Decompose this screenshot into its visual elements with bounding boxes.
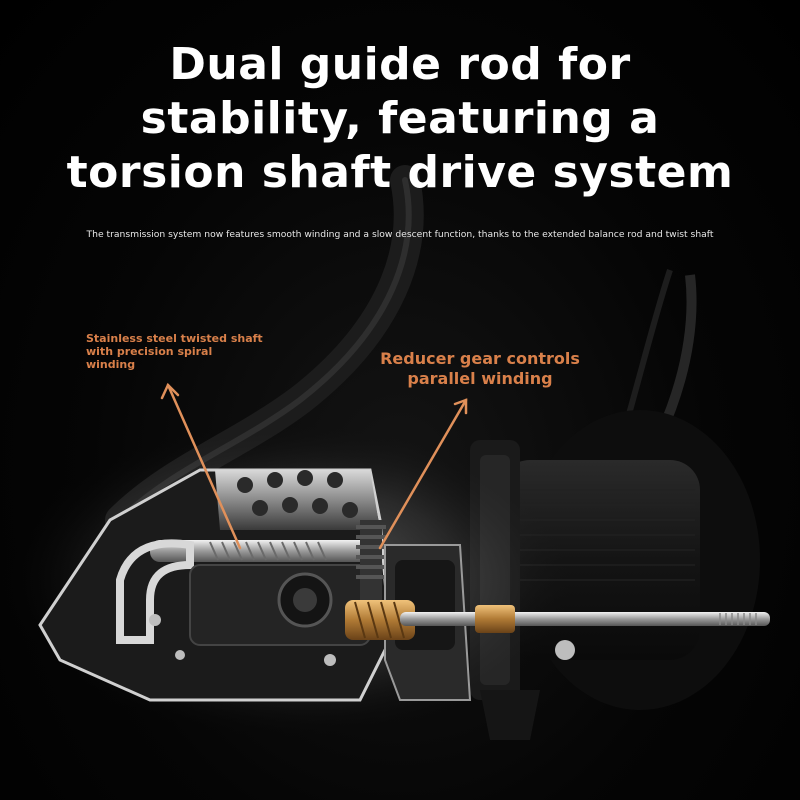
callout-left-line-2: with precision spiral	[86, 345, 213, 358]
headline-line-3: torsion shaft drive system	[66, 147, 734, 198]
arrow-up-icon	[160, 382, 242, 550]
callout-left-line-1: Stainless steel twisted shaft	[86, 332, 263, 345]
headline-line-2: stability, featuring a	[140, 93, 660, 144]
headline-line-1: Dual guide rod for	[169, 39, 631, 90]
callout-reducer-gear: Reducer gear controls parallel winding	[360, 349, 600, 389]
subtitle: The transmission system now features smo…	[86, 229, 714, 240]
callout-right-line-2: parallel winding	[407, 369, 553, 388]
headline: Dual guide rod for stability, featuring …	[0, 38, 800, 200]
callout-twisted-shaft: Stainless steel twisted shaft with preci…	[86, 332, 286, 371]
callout-right-line-1: Reducer gear controls	[380, 349, 580, 368]
arrow-up-icon	[378, 398, 468, 550]
callout-left-line-3: winding	[86, 358, 136, 371]
